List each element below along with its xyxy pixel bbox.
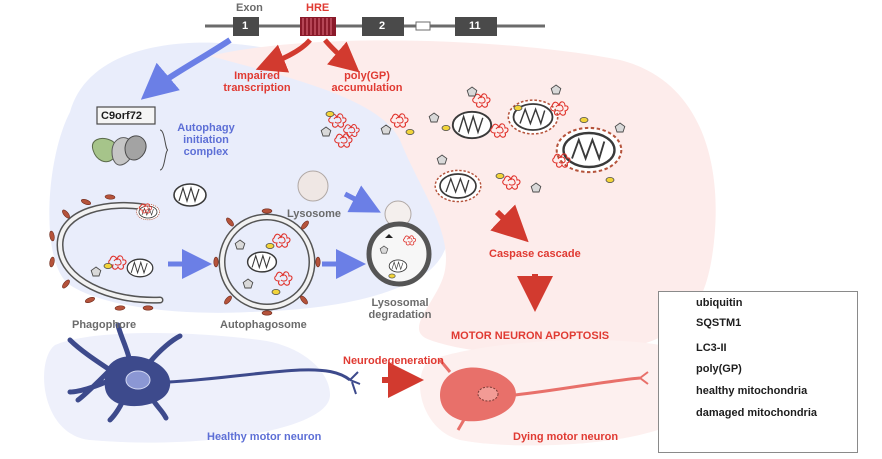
lysosomal-degradation-label: Lysosomal degradation	[368, 297, 432, 322]
arrow-lysosome-to-vesicle	[343, 185, 381, 213]
polygp-accumulation-label: poly(GP) accumulation	[331, 70, 403, 95]
complex-bracket	[159, 129, 169, 171]
legend-item-ubiquitin: ubiquitin	[659, 294, 857, 314]
exon-1-number: 1	[242, 20, 249, 32]
legend-item-damaged-mitochondria: damaged mitochondria	[659, 404, 857, 424]
legend-item-polygp: poly(GP)	[659, 360, 857, 380]
exon-1-box	[233, 17, 259, 36]
legend-label: healthy mitochondria	[696, 385, 808, 397]
autophagy-initiation-complex-label: Autophagy initiation complex	[177, 122, 235, 159]
impaired-transcription-label: Impaired transcription	[223, 70, 291, 95]
arrow-hre-to-polygp	[323, 38, 360, 73]
dying-neuron-label: Dying motor neuron	[513, 431, 619, 443]
arrow-hre-to-transcription	[255, 38, 312, 73]
exon-11-box	[455, 17, 497, 36]
legend-label: SQSTM1	[696, 317, 742, 329]
exon-2-number: 2	[379, 20, 386, 32]
lysosomal-vesicle	[366, 221, 432, 287]
legend-label: LC3-II	[696, 342, 727, 354]
legend: ubiquitin SQSTM1 LC3-II poly(GP) healthy…	[658, 291, 858, 453]
lysosome	[297, 170, 329, 202]
legend-label: damaged mitochondria	[696, 407, 818, 419]
autophagosome-label: Autophagosome	[220, 319, 307, 331]
neuron-region-red	[420, 340, 694, 446]
arrow-to-caspase	[490, 204, 529, 243]
exon-label: Exon	[236, 2, 263, 14]
legend-item-healthy-mitochondria: healthy mitochondria	[659, 382, 857, 402]
legend-label: ubiquitin	[696, 297, 743, 309]
healthy-neuron-label: Healthy motor neuron	[207, 431, 322, 443]
phagophore-label: Phagophore	[72, 319, 137, 331]
exon-11-number: 11	[469, 20, 481, 32]
c9orf72-label: C9orf72	[101, 110, 142, 122]
caspase-cascade-label: Caspase cascade	[489, 248, 581, 260]
healthy-neuron	[67, 322, 361, 423]
motor-neuron-apoptosis-label: MOTOR NEURON APOPTOSIS	[451, 330, 610, 342]
hre-label: HRE	[306, 2, 330, 14]
legend-label: poly(GP)	[696, 363, 742, 375]
dying-neuron	[438, 359, 649, 431]
neurodegeneration-label: Neurodegeneration	[343, 355, 444, 367]
legend-item-sqstm1: SQSTM1	[659, 314, 857, 334]
arrow-exon-to-c9orf72	[140, 37, 232, 100]
c9orf72-box	[96, 106, 156, 125]
exon-2-box	[362, 17, 404, 36]
lysosome-label: Lysosome	[287, 208, 342, 220]
legend-item-lc3-ii: LC3-II	[659, 339, 857, 359]
